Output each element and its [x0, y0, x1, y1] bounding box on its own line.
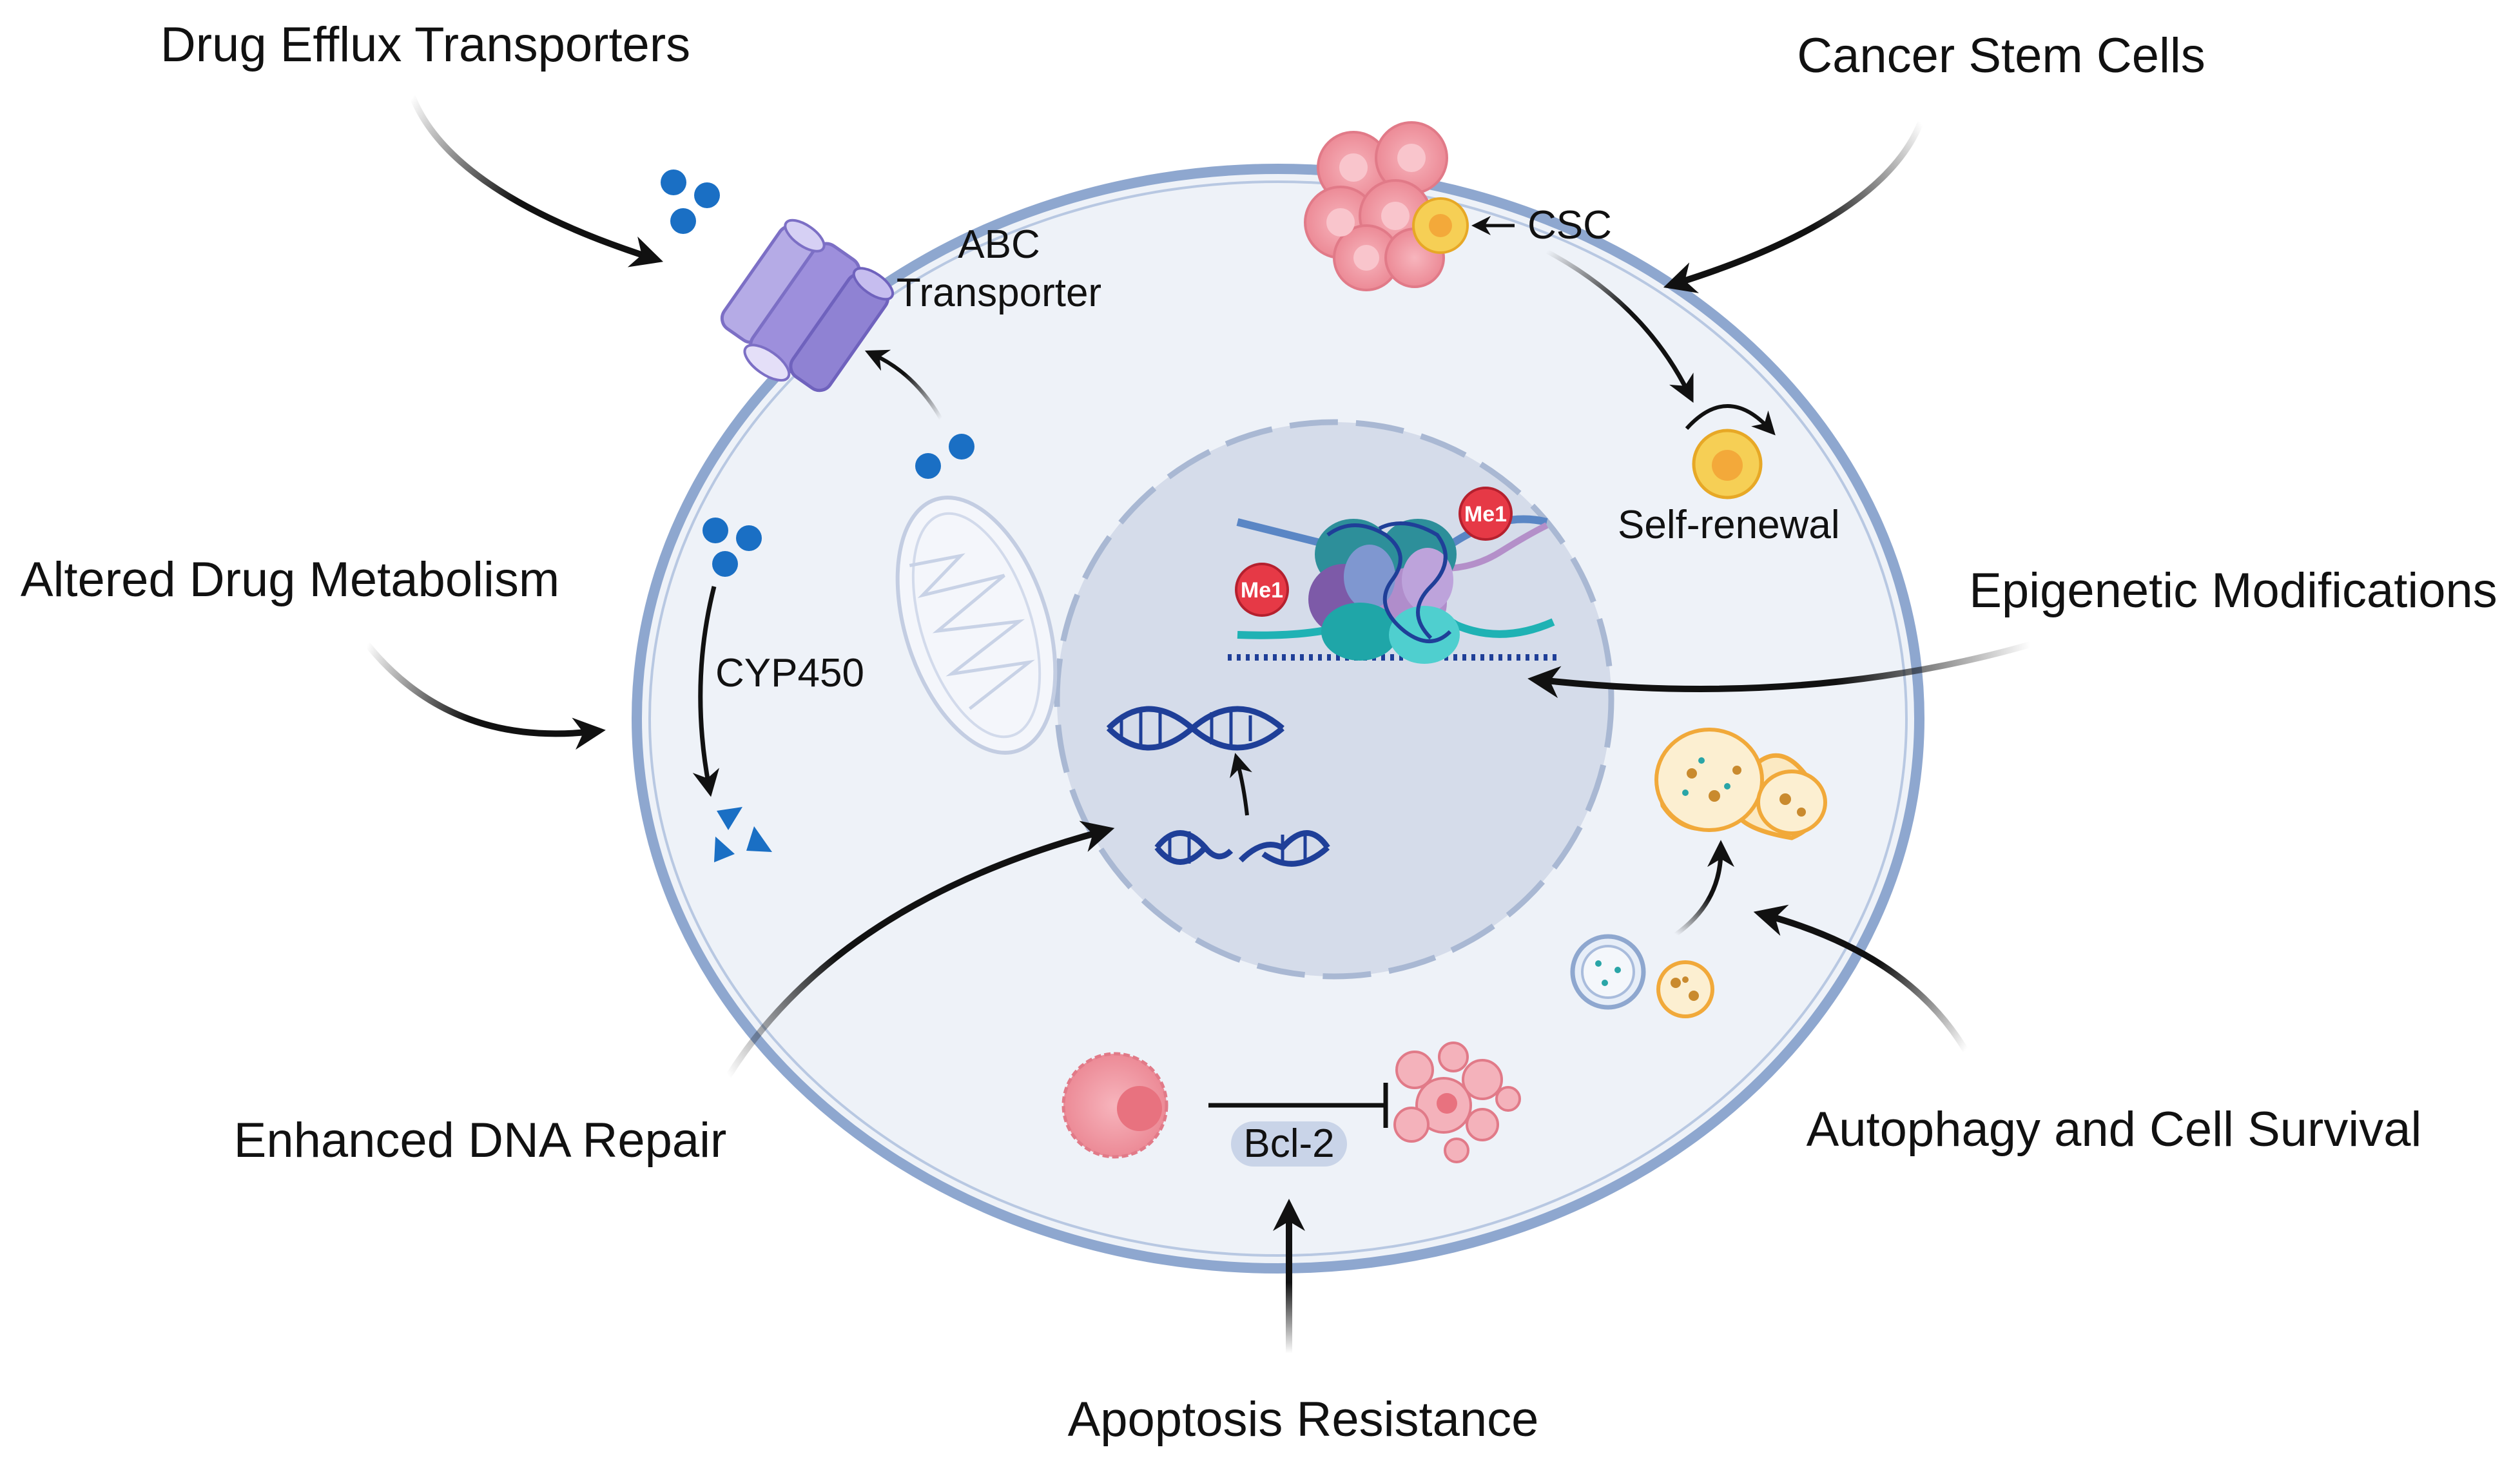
label-epigenetic: Epigenetic Modifications — [1969, 563, 2497, 618]
damaged-dna-icon — [1154, 830, 1330, 867]
cyp450-arrow — [692, 586, 720, 797]
nucleosome-icon — [1228, 515, 1560, 664]
dna-repair-arrow — [1230, 753, 1252, 816]
label-dna-repair: Enhanced DNA Repair — [234, 1113, 727, 1168]
stem-cell-icon — [1692, 429, 1763, 499]
bcl2-pill: Bcl-2 — [1231, 1121, 1347, 1167]
autophagy-arrow — [1753, 904, 1969, 1052]
mitochondrion-icon — [895, 496, 1058, 755]
me1-badge-right: Me1 — [1459, 487, 1513, 541]
cyp450-label: CYP450 — [715, 651, 864, 695]
csc-arrow — [1663, 121, 1924, 293]
nucleus — [1054, 419, 1614, 980]
self-renewal-label: Self-renewal — [1618, 503, 1840, 547]
drug-molecules-outside — [661, 170, 720, 234]
lysosome-icon — [1570, 934, 1646, 1010]
svg-text:Me1: Me1 — [1464, 502, 1507, 527]
epigenetic-arrow — [1527, 641, 2031, 699]
efflux-inner-arrow — [864, 349, 943, 420]
drug-molecules-metabolism — [703, 518, 762, 577]
cancer-cell-icon — [1061, 1052, 1168, 1159]
abc-label-line1: ABC — [958, 222, 1040, 267]
drug-metabolites — [714, 807, 772, 862]
label-drug-efflux: Drug Efflux Transporters — [160, 17, 690, 72]
autophagy-inner-arrow — [1674, 840, 1734, 936]
csc-to-selfrenewal-arrow — [1546, 249, 1694, 403]
label-altered-metabolism: Altered Drug Metabolism — [21, 552, 559, 607]
bcl2-inhibition — [1208, 1083, 1388, 1128]
autophagosome-icon — [1654, 728, 1827, 840]
abc-label-line2: Transporter — [897, 271, 1101, 315]
cancer-cell-cluster-icon — [1304, 121, 1469, 291]
apoptotic-cell-icon — [1393, 1042, 1521, 1163]
metabolism-arrow — [365, 642, 606, 750]
drug-molecules-inside — [915, 434, 974, 479]
self-renewal-arrow — [1685, 404, 1776, 436]
dna-repair-arrow-outer — [725, 820, 1115, 1078]
csc-label: CSC — [1527, 203, 1612, 247]
svg-text:Bcl-2: Bcl-2 — [1243, 1121, 1334, 1166]
label-cancer-stem-cells: Cancer Stem Cells — [1797, 28, 2205, 83]
efflux-arrow — [409, 95, 664, 267]
svg-text:Me1: Me1 — [1241, 578, 1283, 603]
me1-badge-left: Me1 — [1235, 563, 1289, 617]
label-autophagy: Autophagy and Cell Survival — [1807, 1102, 2422, 1157]
label-apoptosis: Apoptosis Resistance — [1068, 1392, 1539, 1447]
vesicle-icon — [1656, 960, 1714, 1018]
transporter-icon — [720, 218, 895, 392]
dna-icon — [1106, 706, 1284, 751]
